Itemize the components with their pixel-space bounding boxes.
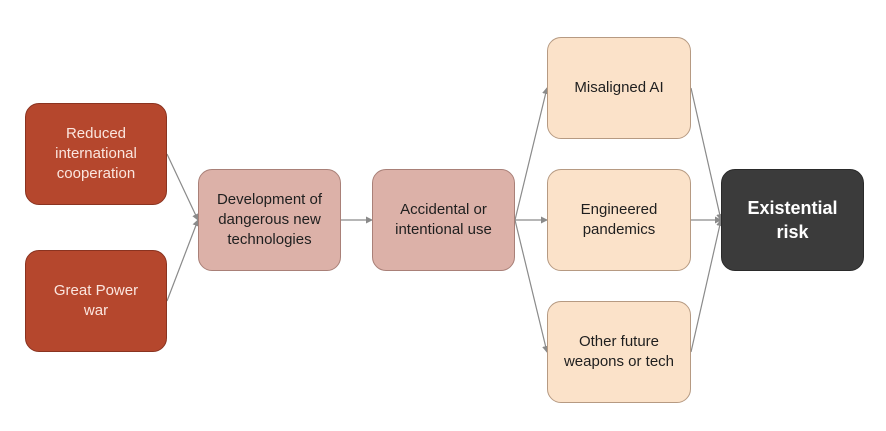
connector-use-to-misaligned-ai [514,87,549,221]
node-existential-risk: Existential risk [721,169,864,271]
connector-great-power-war-to-development [166,219,200,302]
node-accidental-or-intentional-use: Accidental or intentional use [372,169,515,271]
connector-misaligned-ai-to-existential-risk [690,87,724,221]
connector-other-weapons-to-existential-risk [690,219,724,353]
node-reduced-international-cooperation: Reduced international cooperation [25,103,167,205]
node-other-future-weapons: Other future weapons or tech [547,301,691,403]
node-engineered-pandemics: Engineered pandemics [547,169,691,271]
connector-reduced-cooperation-to-development [166,153,199,221]
node-misaligned-ai: Misaligned AI [547,37,691,139]
connector-use-to-other-weapons [514,219,549,353]
node-development-dangerous-technologies: Development of dangerous new technologie… [198,169,341,271]
node-great-power-war: Great Power war [25,250,167,352]
